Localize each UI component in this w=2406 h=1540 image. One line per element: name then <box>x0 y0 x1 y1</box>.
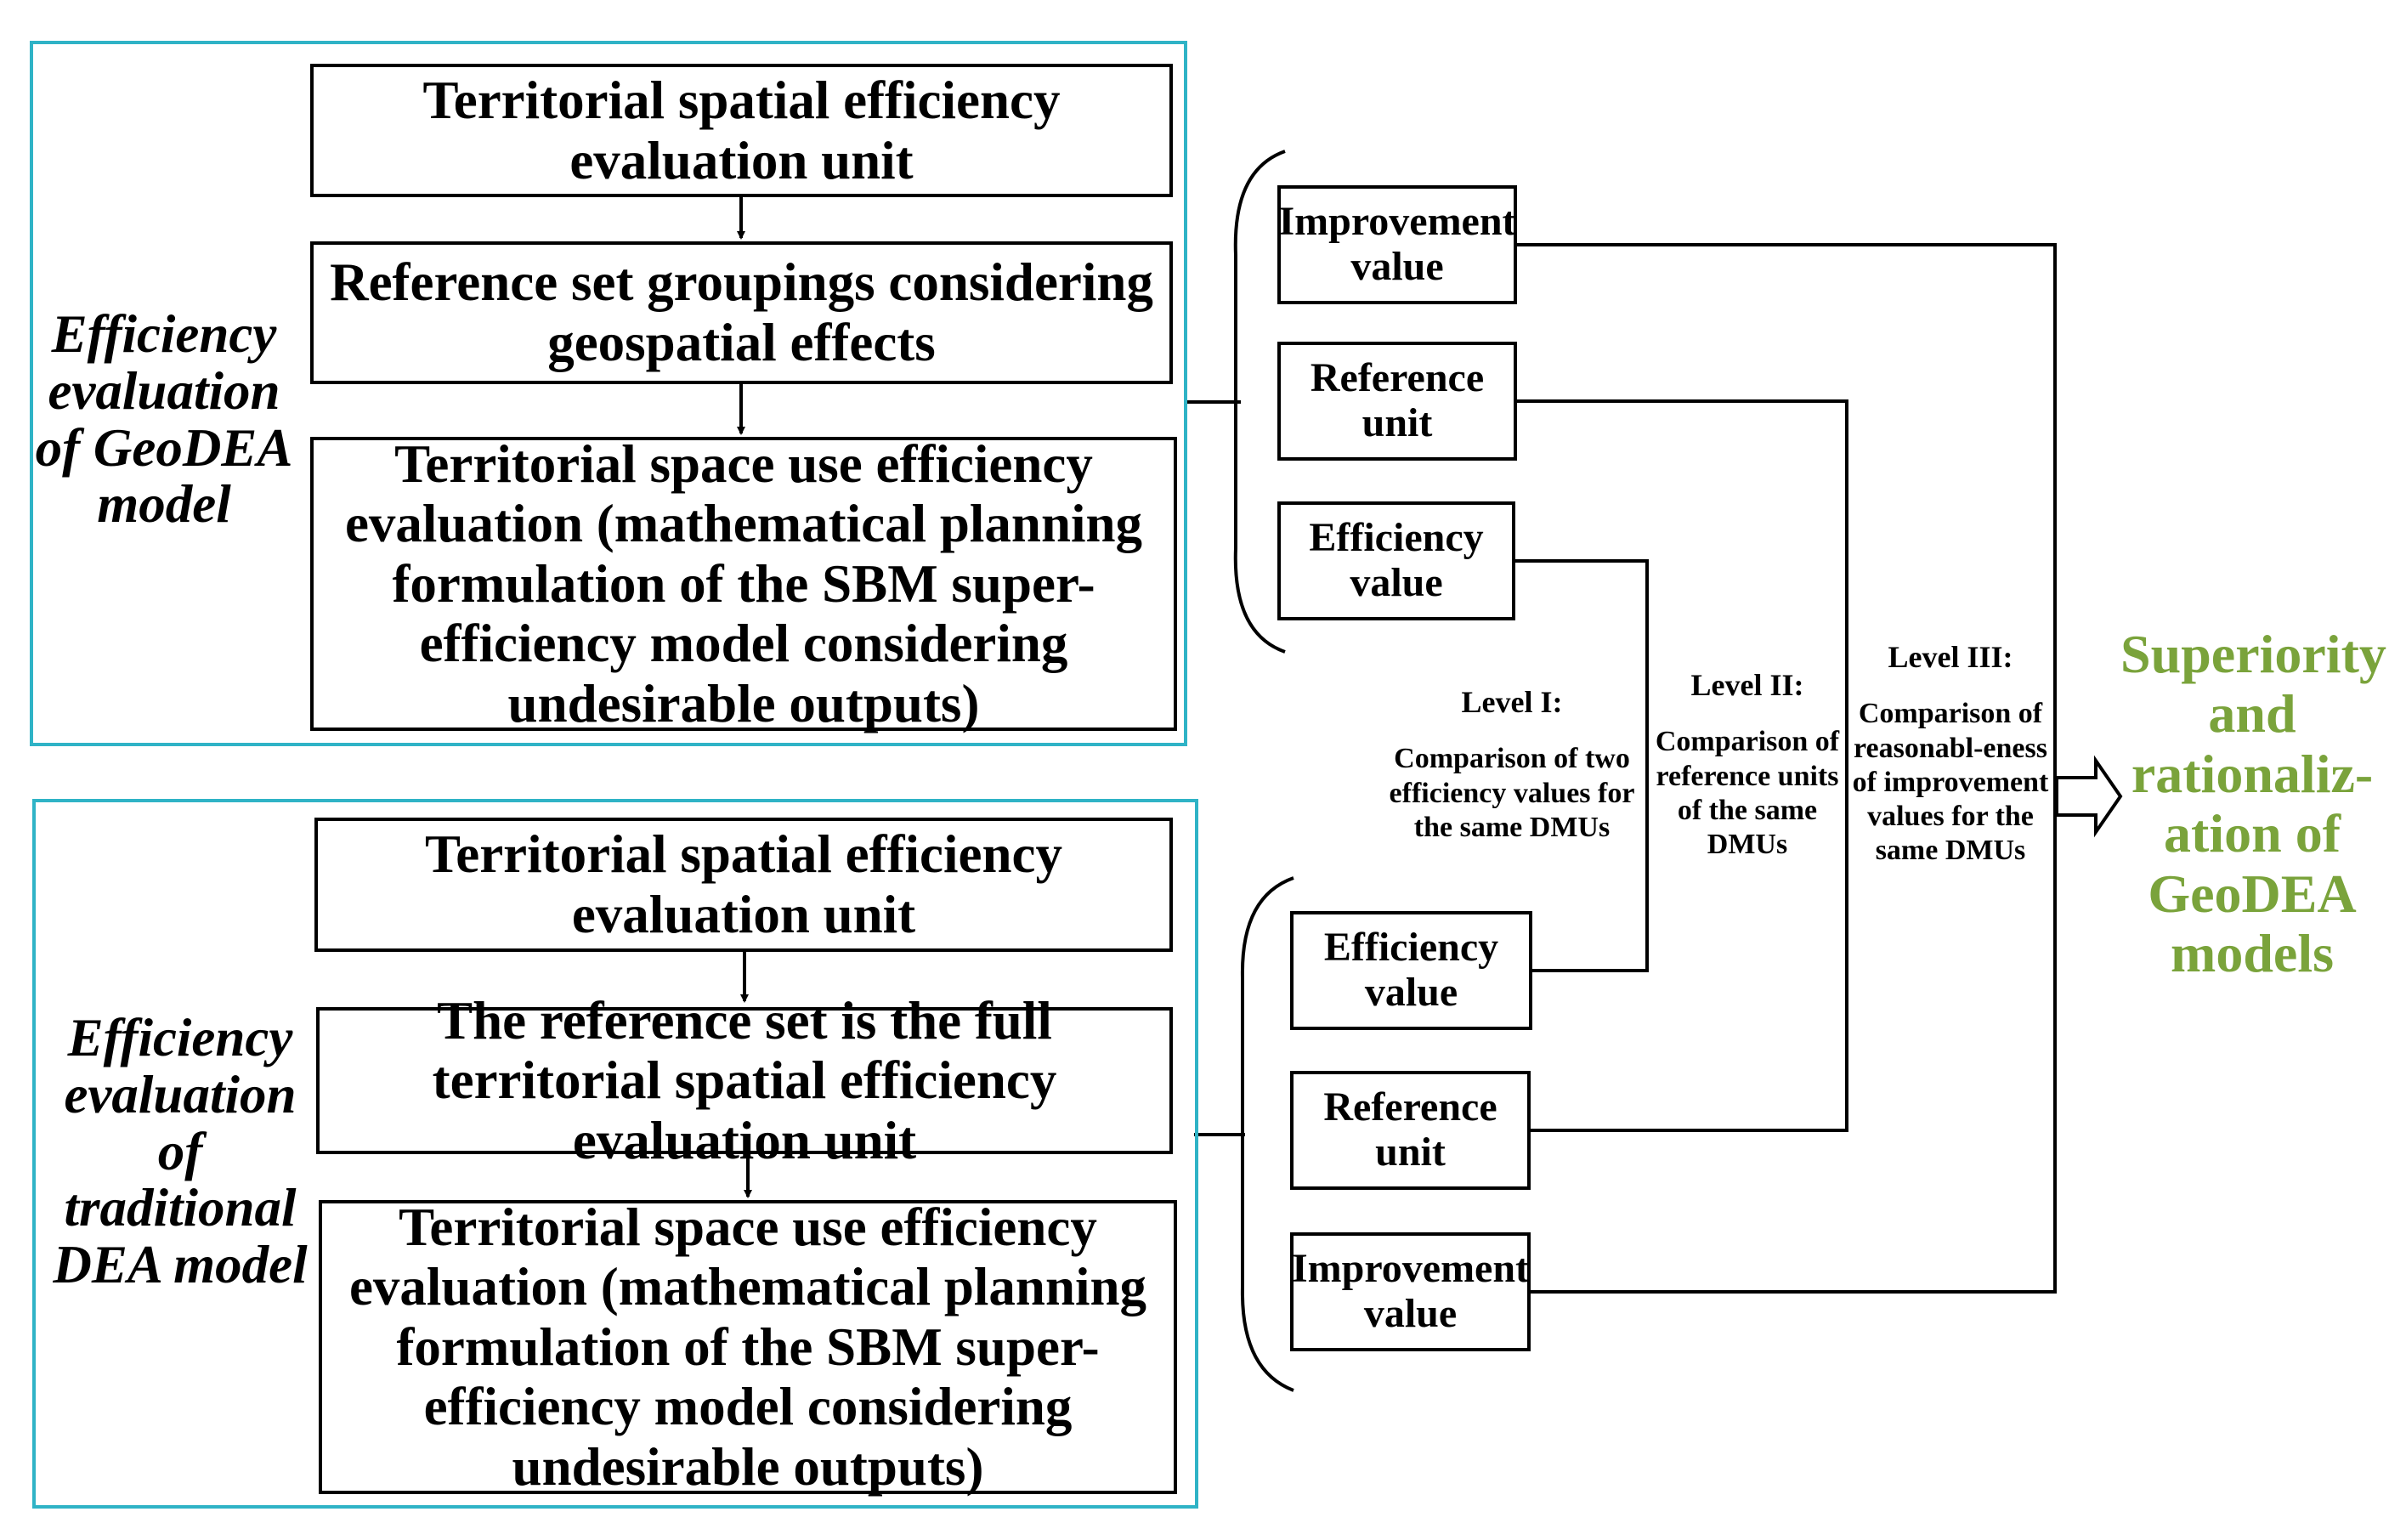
level-3-connector <box>1517 243 2057 1294</box>
dea-panel <box>32 799 1198 1509</box>
dea-side-label: Efficiency evaluation of traditional DEA… <box>53 1008 308 1295</box>
geodea-reference-unit: Reference unit <box>1277 342 1517 461</box>
level-3-title: Level III: <box>1888 640 2013 674</box>
conclusion-label: Superiority and rationaliz-ation of GeoD… <box>2120 624 2386 983</box>
dea-improvement-value: Improvement value <box>1290 1232 1531 1351</box>
geodea-step-reference-set: Reference set groupings considering geos… <box>310 241 1173 384</box>
dea-step-sbm-evaluation: Territorial space use efficiency evaluat… <box>319 1197 1177 1497</box>
level-1-title: Level I: <box>1461 685 1563 719</box>
level-3-label: Level III: Comparison of reasonabl-eness… <box>1848 639 2052 868</box>
level-2-text: Comparison of reference units of the sam… <box>1655 726 1840 860</box>
level-2-connector <box>1517 399 1848 1132</box>
top-bracket <box>1233 150 1286 654</box>
level-1-label: Level I: Comparison of two efficiency va… <box>1384 684 1640 845</box>
dea-step-evaluation-unit: Territorial spatial efficiency evaluatio… <box>314 818 1173 952</box>
level-2-title: Level II: <box>1690 668 1804 702</box>
geodea-efficiency-value: Efficiency value <box>1277 501 1515 620</box>
dea-reference-unit: Reference unit <box>1290 1071 1531 1190</box>
geodea-step-sbm-evaluation: Territorial space use efficiency evaluat… <box>310 434 1177 733</box>
geodea-panel <box>30 41 1187 746</box>
bottom-bracket <box>1240 876 1294 1392</box>
level-2-label: Level II: Comparison of reference units … <box>1649 667 1846 862</box>
geodea-improvement-value: Improvement value <box>1277 185 1517 304</box>
level-1-connector <box>1515 559 1649 972</box>
geodea-step-evaluation-unit: Territorial spatial efficiency evaluatio… <box>310 64 1173 197</box>
conclusion-arrow <box>2055 755 2123 838</box>
geodea-side-label: Efficiency evaluation of GeoDEA model <box>35 304 293 535</box>
level-1-text: Comparison of two efficiency values for … <box>1389 743 1635 843</box>
level-3-text: Comparison of reasonabl-eness of improve… <box>1852 698 2049 866</box>
dea-step-reference-set: The reference set is the full territoria… <box>316 991 1173 1170</box>
dea-efficiency-value: Efficiency value <box>1290 911 1532 1030</box>
